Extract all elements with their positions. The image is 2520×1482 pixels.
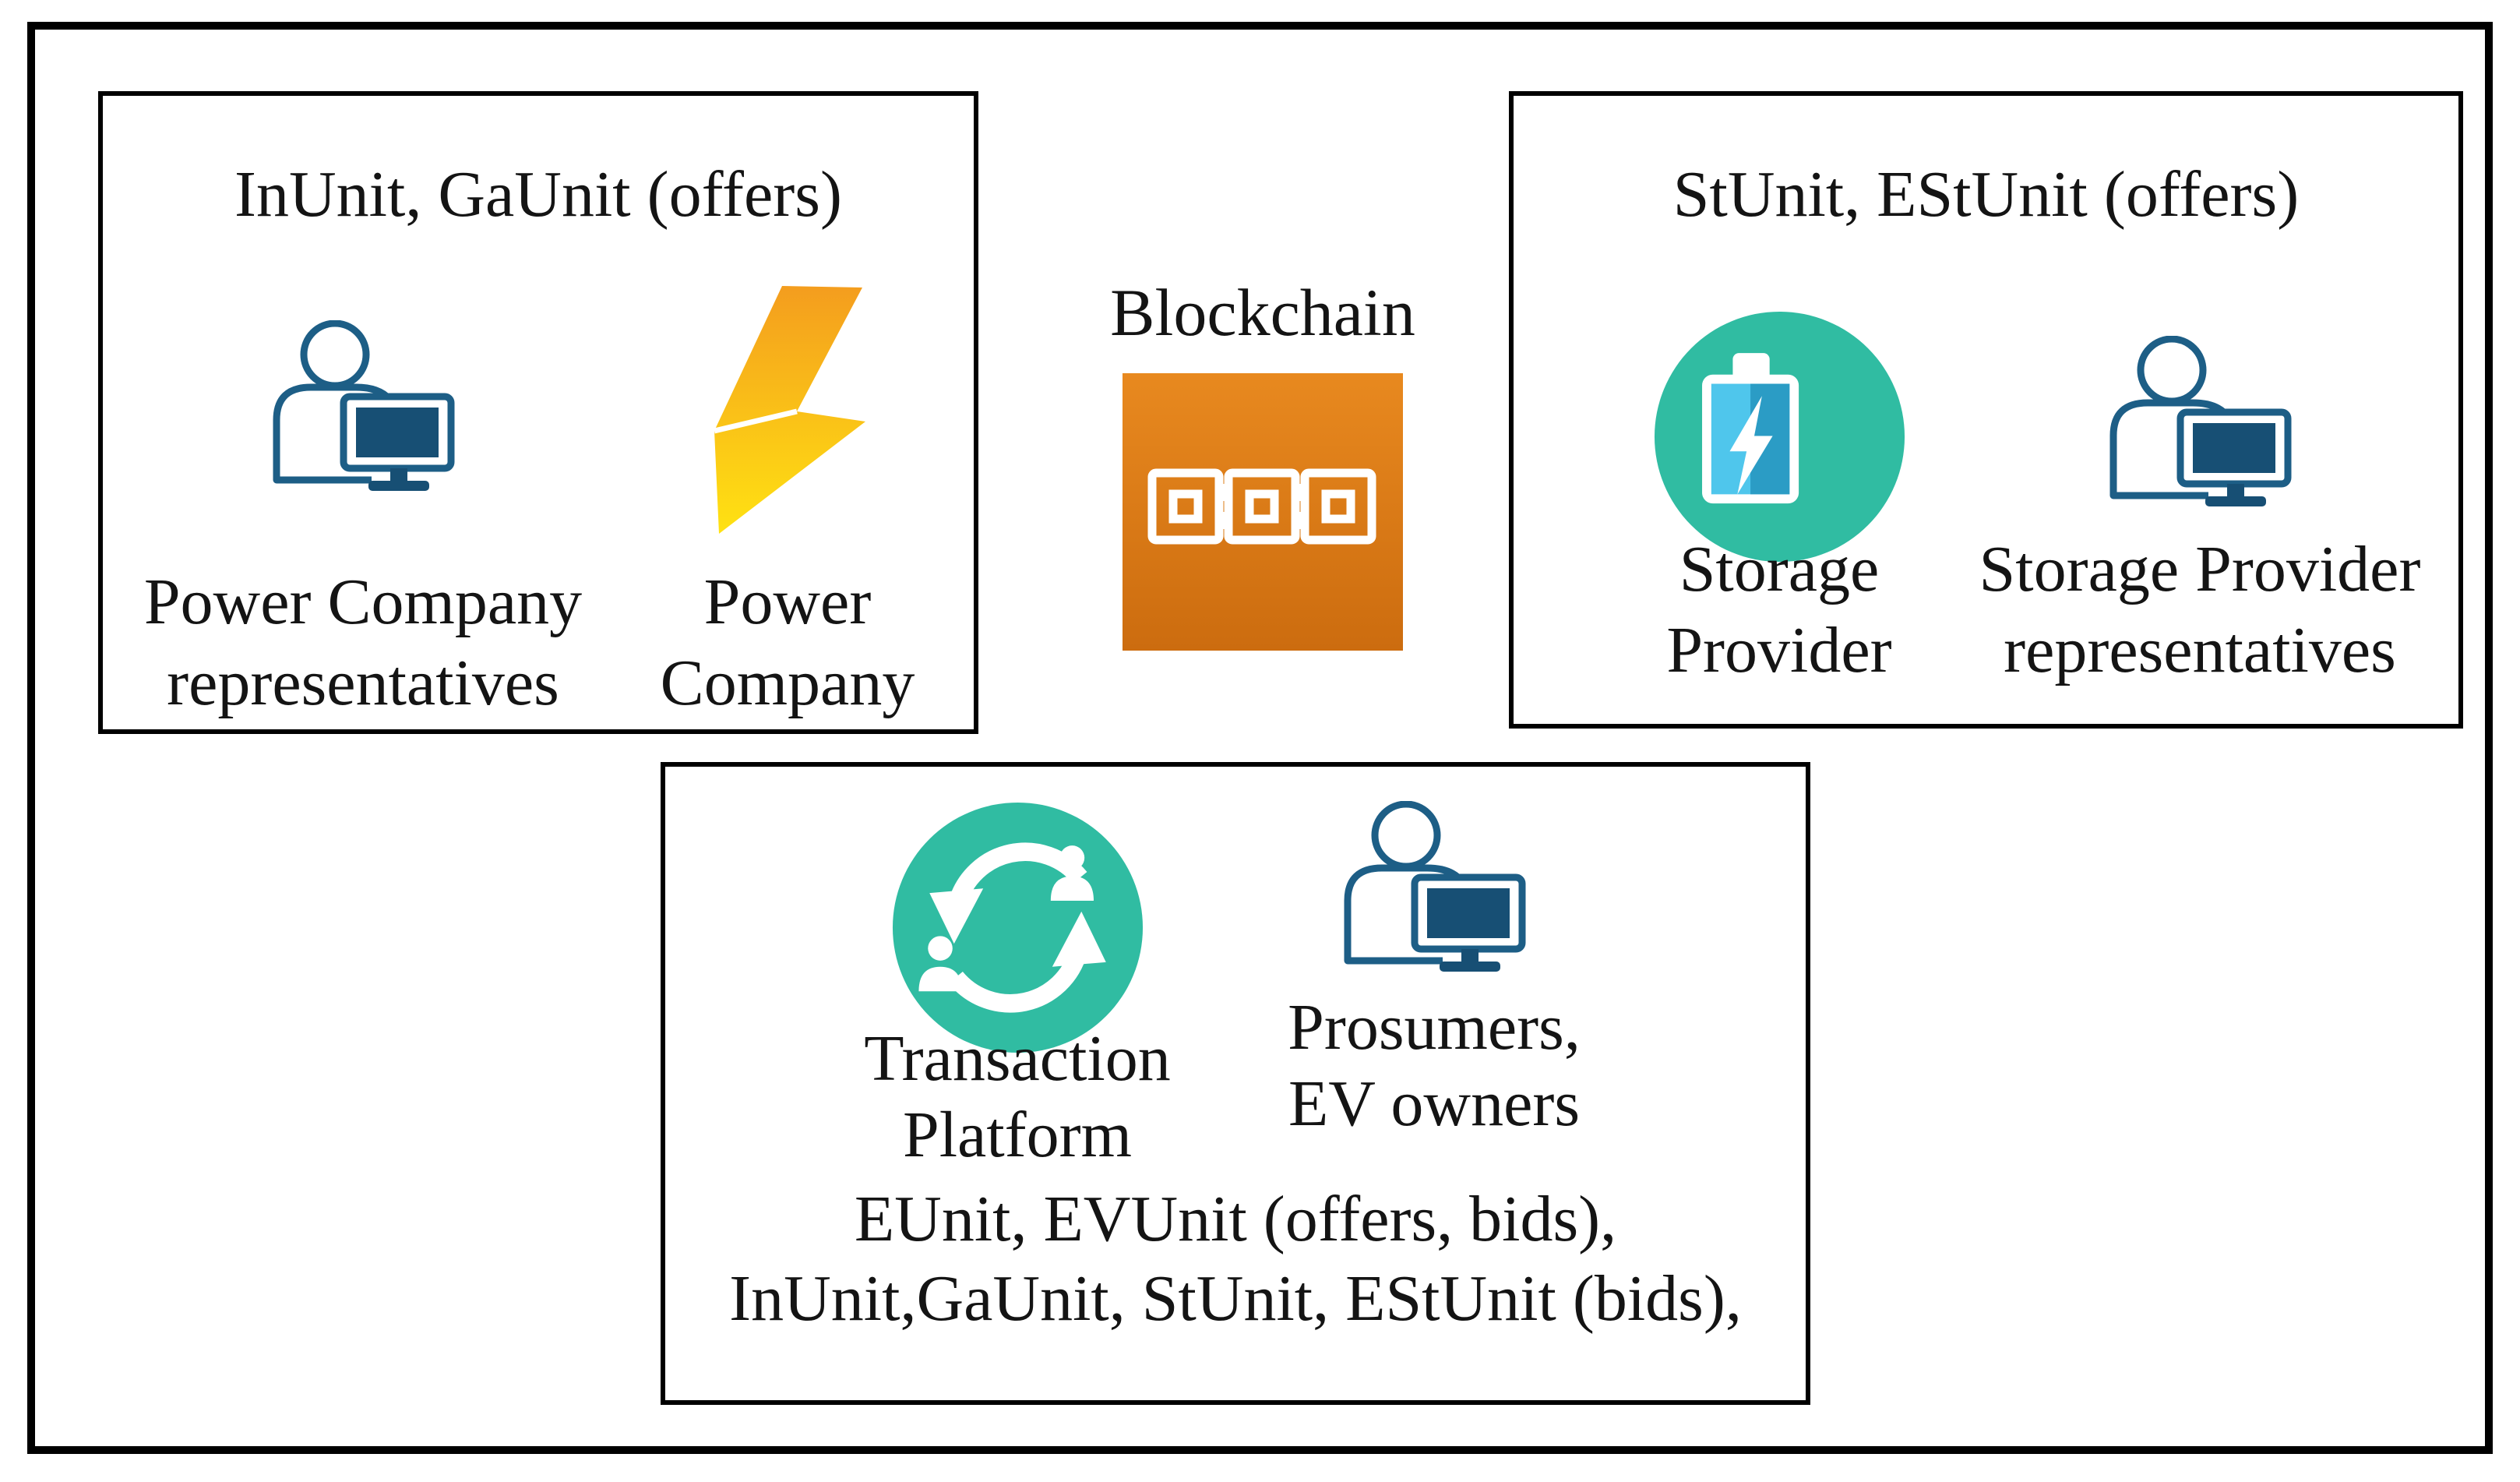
actor-label: Storage Provider xyxy=(1666,529,1891,691)
storage-actors-row: Storage Provider Storage Provider repres… xyxy=(1616,280,2458,691)
actor-label-line: EV owners xyxy=(1288,1067,1581,1140)
actor-label-line: Storage Provider xyxy=(1979,533,2421,605)
outer-frame xyxy=(27,22,2493,1454)
person-computer-icon xyxy=(269,320,457,498)
actor-label-line: representatives xyxy=(167,647,559,719)
icon-area xyxy=(710,280,865,538)
icon-area xyxy=(2106,280,2294,538)
actor-transaction-platform: Transaction Platform xyxy=(815,801,1220,1173)
lightning-bolt-icon xyxy=(710,284,865,534)
blockchain-icon xyxy=(1123,373,1403,651)
panel-storage-title: StUnit, EStUnit (offers) xyxy=(1672,158,2300,231)
actor-storage-provider: Storage Provider xyxy=(1616,280,1943,691)
actor-label-line: representatives xyxy=(2004,614,2396,686)
actor-power-company: Power Company xyxy=(620,280,955,724)
panel-power-title: InUnit, GaUnit (offers) xyxy=(234,158,842,231)
actor-label: Storage Provider representatives xyxy=(1979,529,2421,691)
actor-label-line: Storage xyxy=(1679,533,1880,605)
actor-label-line: Transaction xyxy=(864,1022,1171,1095)
icon-area xyxy=(269,280,457,538)
panel-storage-provider: StUnit, EStUnit (offers) Storage Provide… xyxy=(1509,91,2463,729)
actor-label-line: Provider xyxy=(1666,614,1892,686)
actor-label: Power Company xyxy=(661,562,915,724)
actor-label: Power Company representatives xyxy=(144,562,582,724)
platform-units-text: EUnit, EVUnit (offers, bids), InUnit,GaU… xyxy=(665,1180,1806,1339)
person-computer-icon xyxy=(2106,336,2294,513)
panel-power-company: InUnit, GaUnit (offers) Power Company re… xyxy=(98,91,978,734)
platform-units-line: EUnit, EVUnit (offers, bids), xyxy=(854,1183,1617,1255)
panel-transaction-platform: Transaction Platform Prosumers, EV owner… xyxy=(661,762,1810,1405)
person-computer-icon xyxy=(1340,801,1528,979)
blockchain-label: Blockchain xyxy=(1110,275,1415,350)
transaction-platform-icon xyxy=(891,801,1144,1054)
actor-label: Prosumers, EV owners xyxy=(1288,990,1581,1142)
actor-label: Transaction Platform xyxy=(864,1021,1171,1173)
actor-label-line: Platform xyxy=(903,1099,1132,1171)
actor-prosumers-ev-owners: Prosumers, EV owners xyxy=(1251,801,1617,1173)
actor-label-line: Company xyxy=(660,647,915,719)
actor-storage-provider-representatives: Storage Provider representatives xyxy=(1966,280,2434,691)
platform-actors-row: Transaction Platform Prosumers, EV owner… xyxy=(665,801,1806,1173)
platform-units-line: InUnit,GaUnit, StUnit, EStUnit (bids), xyxy=(729,1262,1742,1335)
actor-label-line: Power xyxy=(703,566,872,638)
power-actors-row: Power Company representatives Power Comp… xyxy=(103,280,974,724)
battery-storage-icon xyxy=(1653,310,1906,563)
actor-label-line: Prosumers, xyxy=(1288,991,1581,1064)
icon-area xyxy=(1653,280,1906,538)
actor-power-company-representatives: Power Company representatives xyxy=(122,280,604,724)
blockchain-node: Blockchain xyxy=(1103,273,1422,651)
actor-label-line: Power Company xyxy=(143,566,583,638)
